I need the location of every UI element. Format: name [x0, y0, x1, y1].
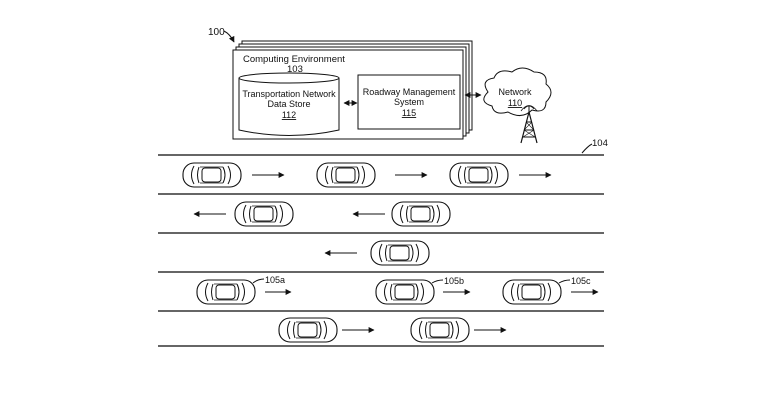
data-store-cylinder: [238, 72, 340, 136]
data-store-label-line2: Data Store: [267, 99, 310, 109]
vehicle-105a-leader: [252, 278, 265, 284]
vehicle: [234, 201, 294, 227]
network-label: Network: [498, 87, 532, 97]
figure-ref-100: 100: [208, 27, 225, 38]
data-store-ref: 112: [282, 110, 296, 120]
vehicle-105b-leader: [431, 279, 444, 284]
roadway-ref-104: 104: [592, 138, 608, 149]
roadway-system-ref: 115: [402, 108, 416, 118]
vehicle: [278, 317, 338, 343]
roadway-system-label-line2: System: [394, 97, 424, 107]
roadway-management-system-box: [357, 74, 461, 130]
data-store-label-line1: Transportation Network: [242, 89, 336, 99]
vehicle: [370, 240, 430, 266]
vehicle: [316, 162, 376, 188]
figure-ref-100-leader: [223, 30, 235, 43]
roadway-ref-leader: [581, 143, 593, 154]
vehicle: [391, 201, 451, 227]
vehicle-label-105b: 105b: [444, 276, 464, 286]
network-cloud-icon: [483, 67, 552, 116]
vehicle-label-105c: 105c: [571, 276, 591, 286]
roadway-system-label-line1: Roadway Management: [363, 87, 456, 97]
vehicle-105c: [502, 279, 562, 305]
vehicle: [449, 162, 509, 188]
computing-environment-title: Computing Environment: [243, 54, 345, 65]
roadway: [158, 154, 604, 347]
network-ref: 110: [508, 98, 522, 108]
vehicle: [182, 162, 242, 188]
vehicle-105c-leader: [558, 279, 571, 284]
vehicle-105b: [375, 279, 435, 305]
vehicle-105a: [196, 279, 256, 305]
vehicle: [410, 317, 470, 343]
computing-environment-ref: 103: [287, 64, 303, 75]
cell-tower-icon: [520, 105, 538, 144]
vehicle-label-105a: 105a: [265, 275, 285, 285]
